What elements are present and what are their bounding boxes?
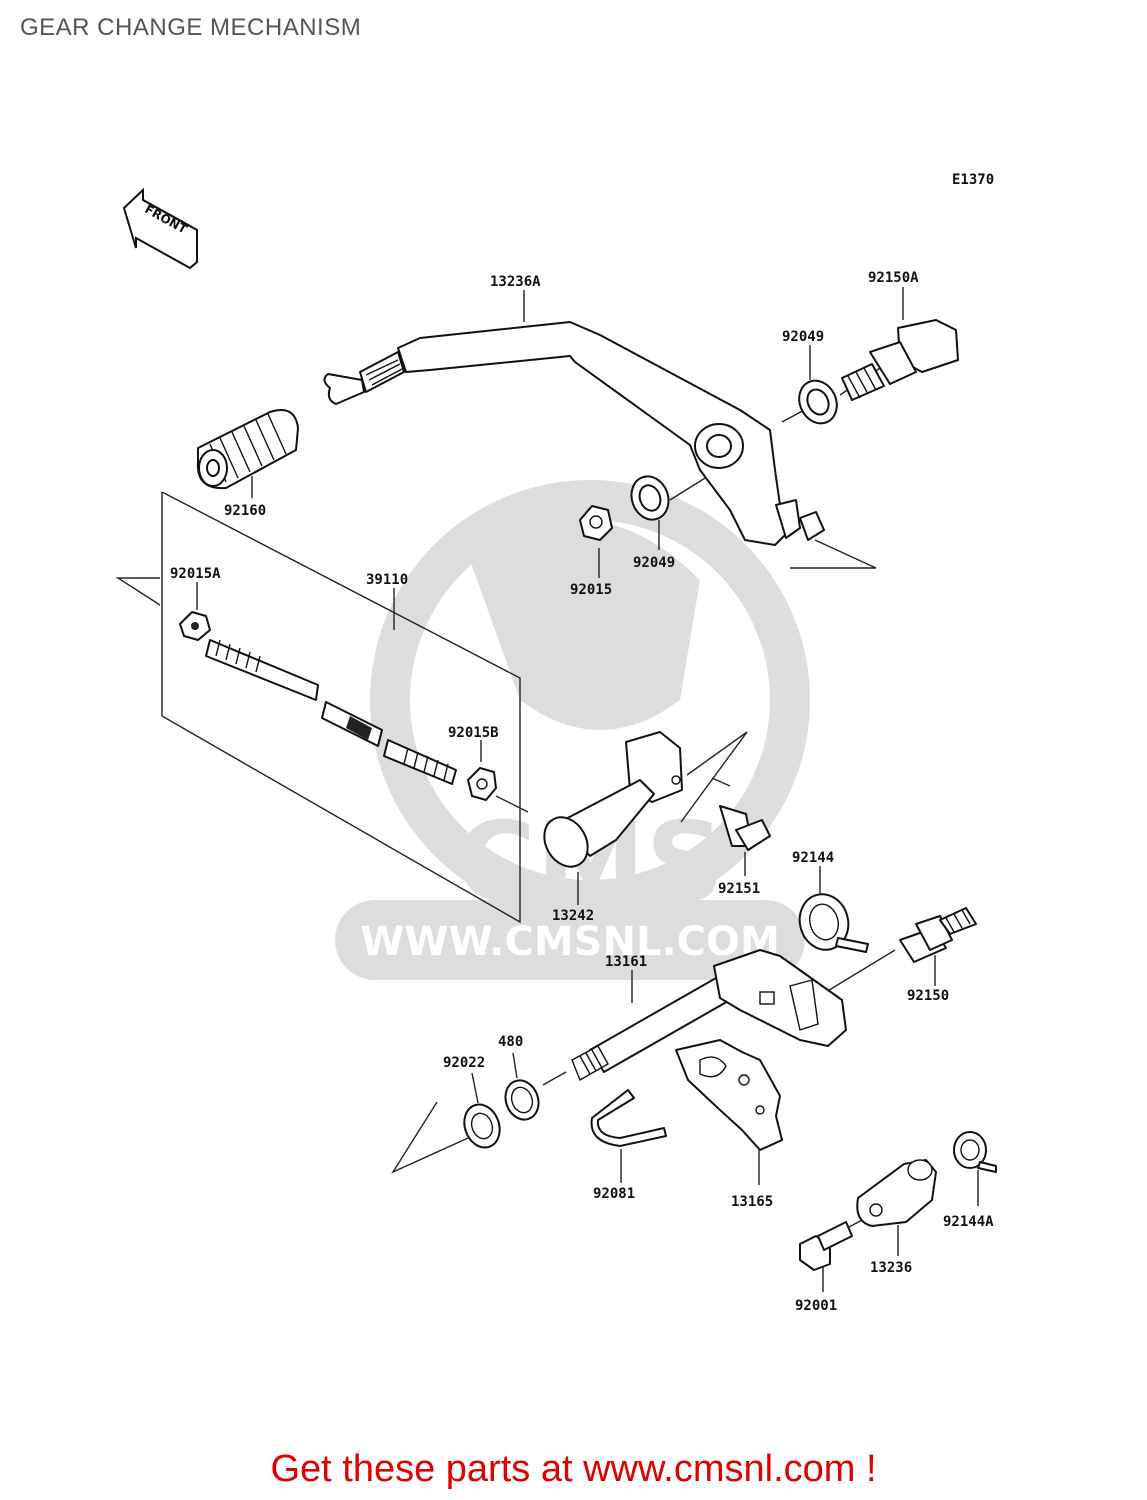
- nut-92015A: [179, 611, 211, 641]
- part-labels: 13236A 92150A 92049 92160 92015 92049 92…: [170, 270, 994, 1314]
- watermark-logo-circle: [370, 480, 810, 920]
- label-92160: 92160: [224, 503, 266, 519]
- label-92144A: 92144A: [943, 1214, 994, 1230]
- label-92144: 92144: [792, 850, 834, 866]
- watermark-url: WWW.CMSNL.COM: [360, 919, 780, 965]
- label-92015A: 92015A: [170, 566, 221, 582]
- label-39110: 39110: [366, 572, 408, 588]
- arm-13236: [856, 1159, 937, 1227]
- label-13242: 13242: [552, 908, 594, 924]
- spring-92144: [798, 893, 869, 953]
- washer-92049-lower: [630, 475, 670, 521]
- nut-92015: [579, 505, 613, 541]
- nut-92015B: [467, 767, 497, 801]
- clip-92081: [590, 1089, 667, 1147]
- watermark: CMS WWW.CMSNL.COM: [335, 480, 810, 980]
- washer-92049-upper: [798, 379, 838, 425]
- circlip-480: [504, 1079, 540, 1121]
- label-13165: 13165: [731, 1194, 773, 1210]
- bolt-92150: [899, 907, 977, 963]
- label-92049-lower: 92049: [633, 555, 675, 571]
- label-13236: 13236: [870, 1260, 912, 1276]
- watermark-banner: [335, 900, 805, 980]
- label-92151: 92151: [718, 881, 760, 897]
- label-13236A: 13236A: [490, 274, 541, 290]
- diagram-code: E1370: [952, 172, 994, 188]
- page-title: GEAR CHANGE MECHANISM: [20, 14, 362, 41]
- bolt-92001: [799, 1221, 853, 1271]
- arm-13242: [543, 731, 683, 868]
- rubber-92160: [196, 409, 299, 490]
- label-92001: 92001: [795, 1298, 837, 1314]
- label-92150: 92150: [907, 988, 949, 1004]
- front-arrow-icon: FRONT: [122, 187, 198, 270]
- bolt-92151: [719, 805, 771, 851]
- watermark-logo-figure: [470, 519, 700, 730]
- bolt-92150A: [841, 319, 959, 401]
- label-92015: 92015: [570, 582, 612, 598]
- tie-rod-39110: [205, 639, 457, 785]
- label-92081: 92081: [593, 1186, 635, 1202]
- label-480: 480: [498, 1034, 523, 1050]
- plate-13165: [675, 1039, 783, 1151]
- washer-92022: [463, 1103, 501, 1149]
- leader-lines: [115, 287, 979, 1292]
- spring-92144A: [953, 1131, 997, 1173]
- label-92022: 92022: [443, 1055, 485, 1071]
- label-92150A: 92150A: [868, 270, 919, 286]
- label-92015B: 92015B: [448, 725, 499, 741]
- label-92049-upper: 92049: [782, 329, 824, 345]
- label-13161: 13161: [605, 954, 647, 970]
- shift-pedal-13236A: [323, 321, 825, 546]
- shift-shaft-13161: [571, 949, 847, 1082]
- cta-link[interactable]: Get these parts at www.cmsnl.com !: [270, 1448, 877, 1490]
